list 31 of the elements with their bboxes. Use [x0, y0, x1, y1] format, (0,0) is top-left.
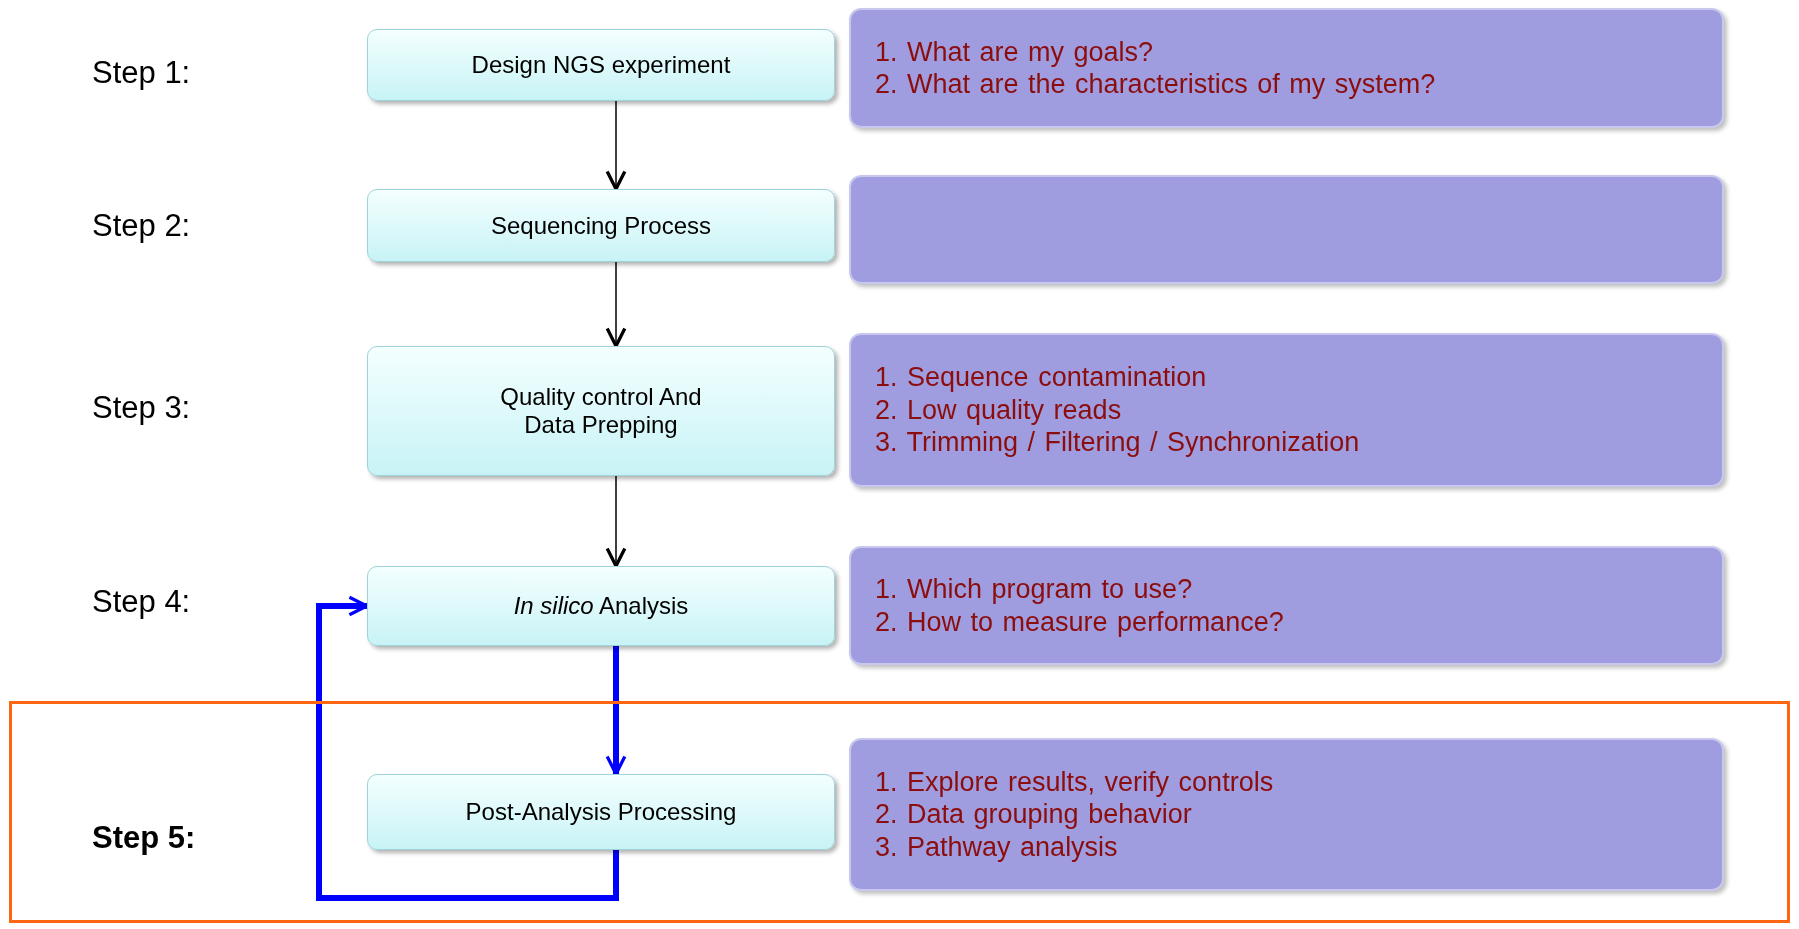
process-box: In silico Analysis	[367, 566, 835, 646]
step-label: Step 1:	[92, 55, 191, 91]
note-panel	[849, 738, 1724, 891]
arrow	[605, 646, 627, 776]
arrow	[316, 595, 619, 901]
process-box: Quality control And Data Prepping	[367, 346, 835, 476]
process-box: Sequencing Process	[367, 189, 835, 262]
step-label: Step 2:	[92, 208, 191, 244]
list-item: 1. What are my goals?	[875, 35, 1155, 68]
arrow	[605, 475, 627, 568]
list-item: 3. Trimming / Filtering / Synchronization	[875, 426, 1361, 459]
list-item: 1. Which program to use?	[875, 573, 1194, 606]
arrow	[605, 261, 627, 348]
list-item: 2. How to measure performance?	[875, 605, 1285, 638]
arrow	[605, 100, 627, 191]
note-panel	[849, 333, 1724, 487]
process-box: Design NGS experiment	[367, 29, 835, 101]
process-box: Post-Analysis Processing	[367, 774, 835, 850]
list-item: 1. Explore results, verify controls	[875, 765, 1275, 799]
note-panel	[849, 546, 1724, 665]
list-item: 3. Pathway analysis	[875, 830, 1119, 864]
list-item: 2. What are the characteristics of my system?	[875, 68, 1437, 101]
note-panel	[849, 8, 1724, 128]
list-item: 2. Low quality reads	[875, 393, 1123, 427]
list-item: 1. Sequence contamination	[875, 361, 1208, 394]
list-item: 2. Data grouping behavior	[875, 798, 1193, 831]
step-label: Step 4:	[92, 584, 191, 620]
step-label: Step 3:	[92, 390, 191, 426]
highlight-frame	[9, 701, 1790, 923]
step-label: Step 5:	[92, 820, 196, 856]
note-panel	[849, 175, 1724, 284]
